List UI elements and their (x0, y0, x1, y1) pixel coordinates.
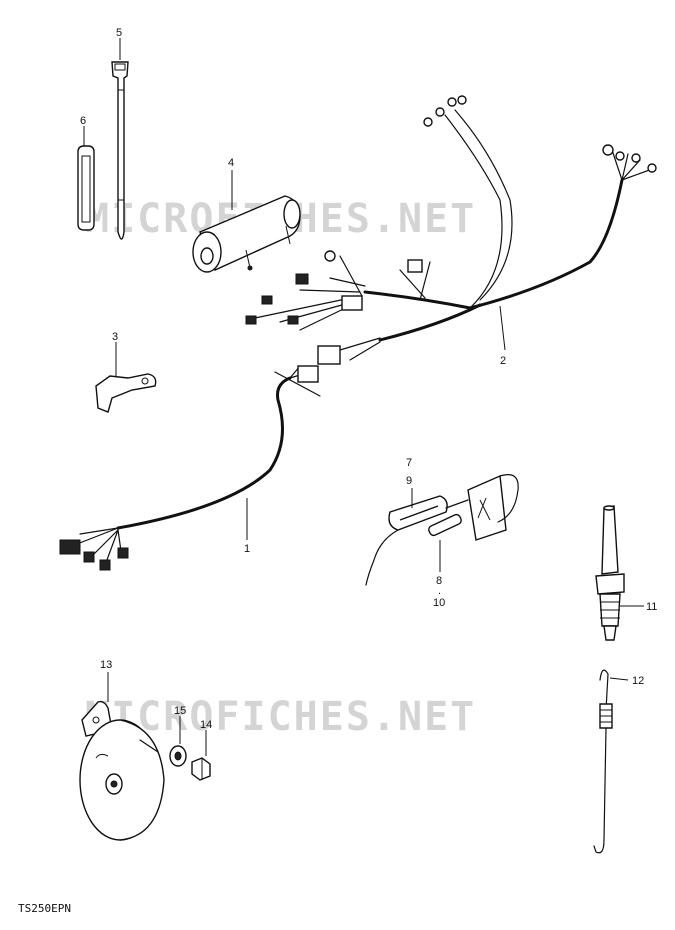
callout-2: 2 (500, 355, 506, 367)
callout-15: 15 (174, 705, 186, 717)
model-code: TS250EPN (18, 902, 71, 915)
part-11-plug (595, 505, 625, 641)
part-13-horn (79, 700, 165, 841)
part-4-ignition-coil (192, 195, 301, 273)
part-2-wiring-harness (245, 95, 657, 365)
part-15-washer (169, 745, 187, 767)
callout-13: 13 (100, 659, 112, 671)
callout-8: 8 (436, 575, 442, 587)
callout-12: 12 (632, 675, 644, 687)
leader-2 (499, 305, 506, 351)
callout-11: 11 (646, 601, 657, 613)
part-6-clamp (77, 145, 95, 231)
part-8-10-pin (428, 513, 462, 537)
leader-12 (609, 677, 629, 681)
watermark-bottom: MICROFICHES.NET (85, 694, 476, 740)
part-3-bracket (95, 373, 157, 413)
callout-10: 10 (433, 597, 445, 609)
part-5-strap (111, 61, 129, 240)
part-1-sub-harness (59, 365, 321, 571)
callout-4: 4 (228, 157, 234, 169)
callout-7: 7 (406, 457, 412, 469)
part-7-9-switch (365, 474, 519, 586)
part-14-nut (191, 757, 211, 781)
callout-5: 5 (116, 27, 122, 39)
callout-9: 9 (406, 475, 412, 487)
callout-3: 3 (112, 331, 118, 343)
callout-1: 1 (244, 543, 250, 555)
callout-14: 14 (200, 719, 212, 731)
part-12-spring-rod (593, 669, 613, 854)
callout-8-separator: . (438, 585, 441, 597)
callout-6: 6 (80, 115, 86, 127)
